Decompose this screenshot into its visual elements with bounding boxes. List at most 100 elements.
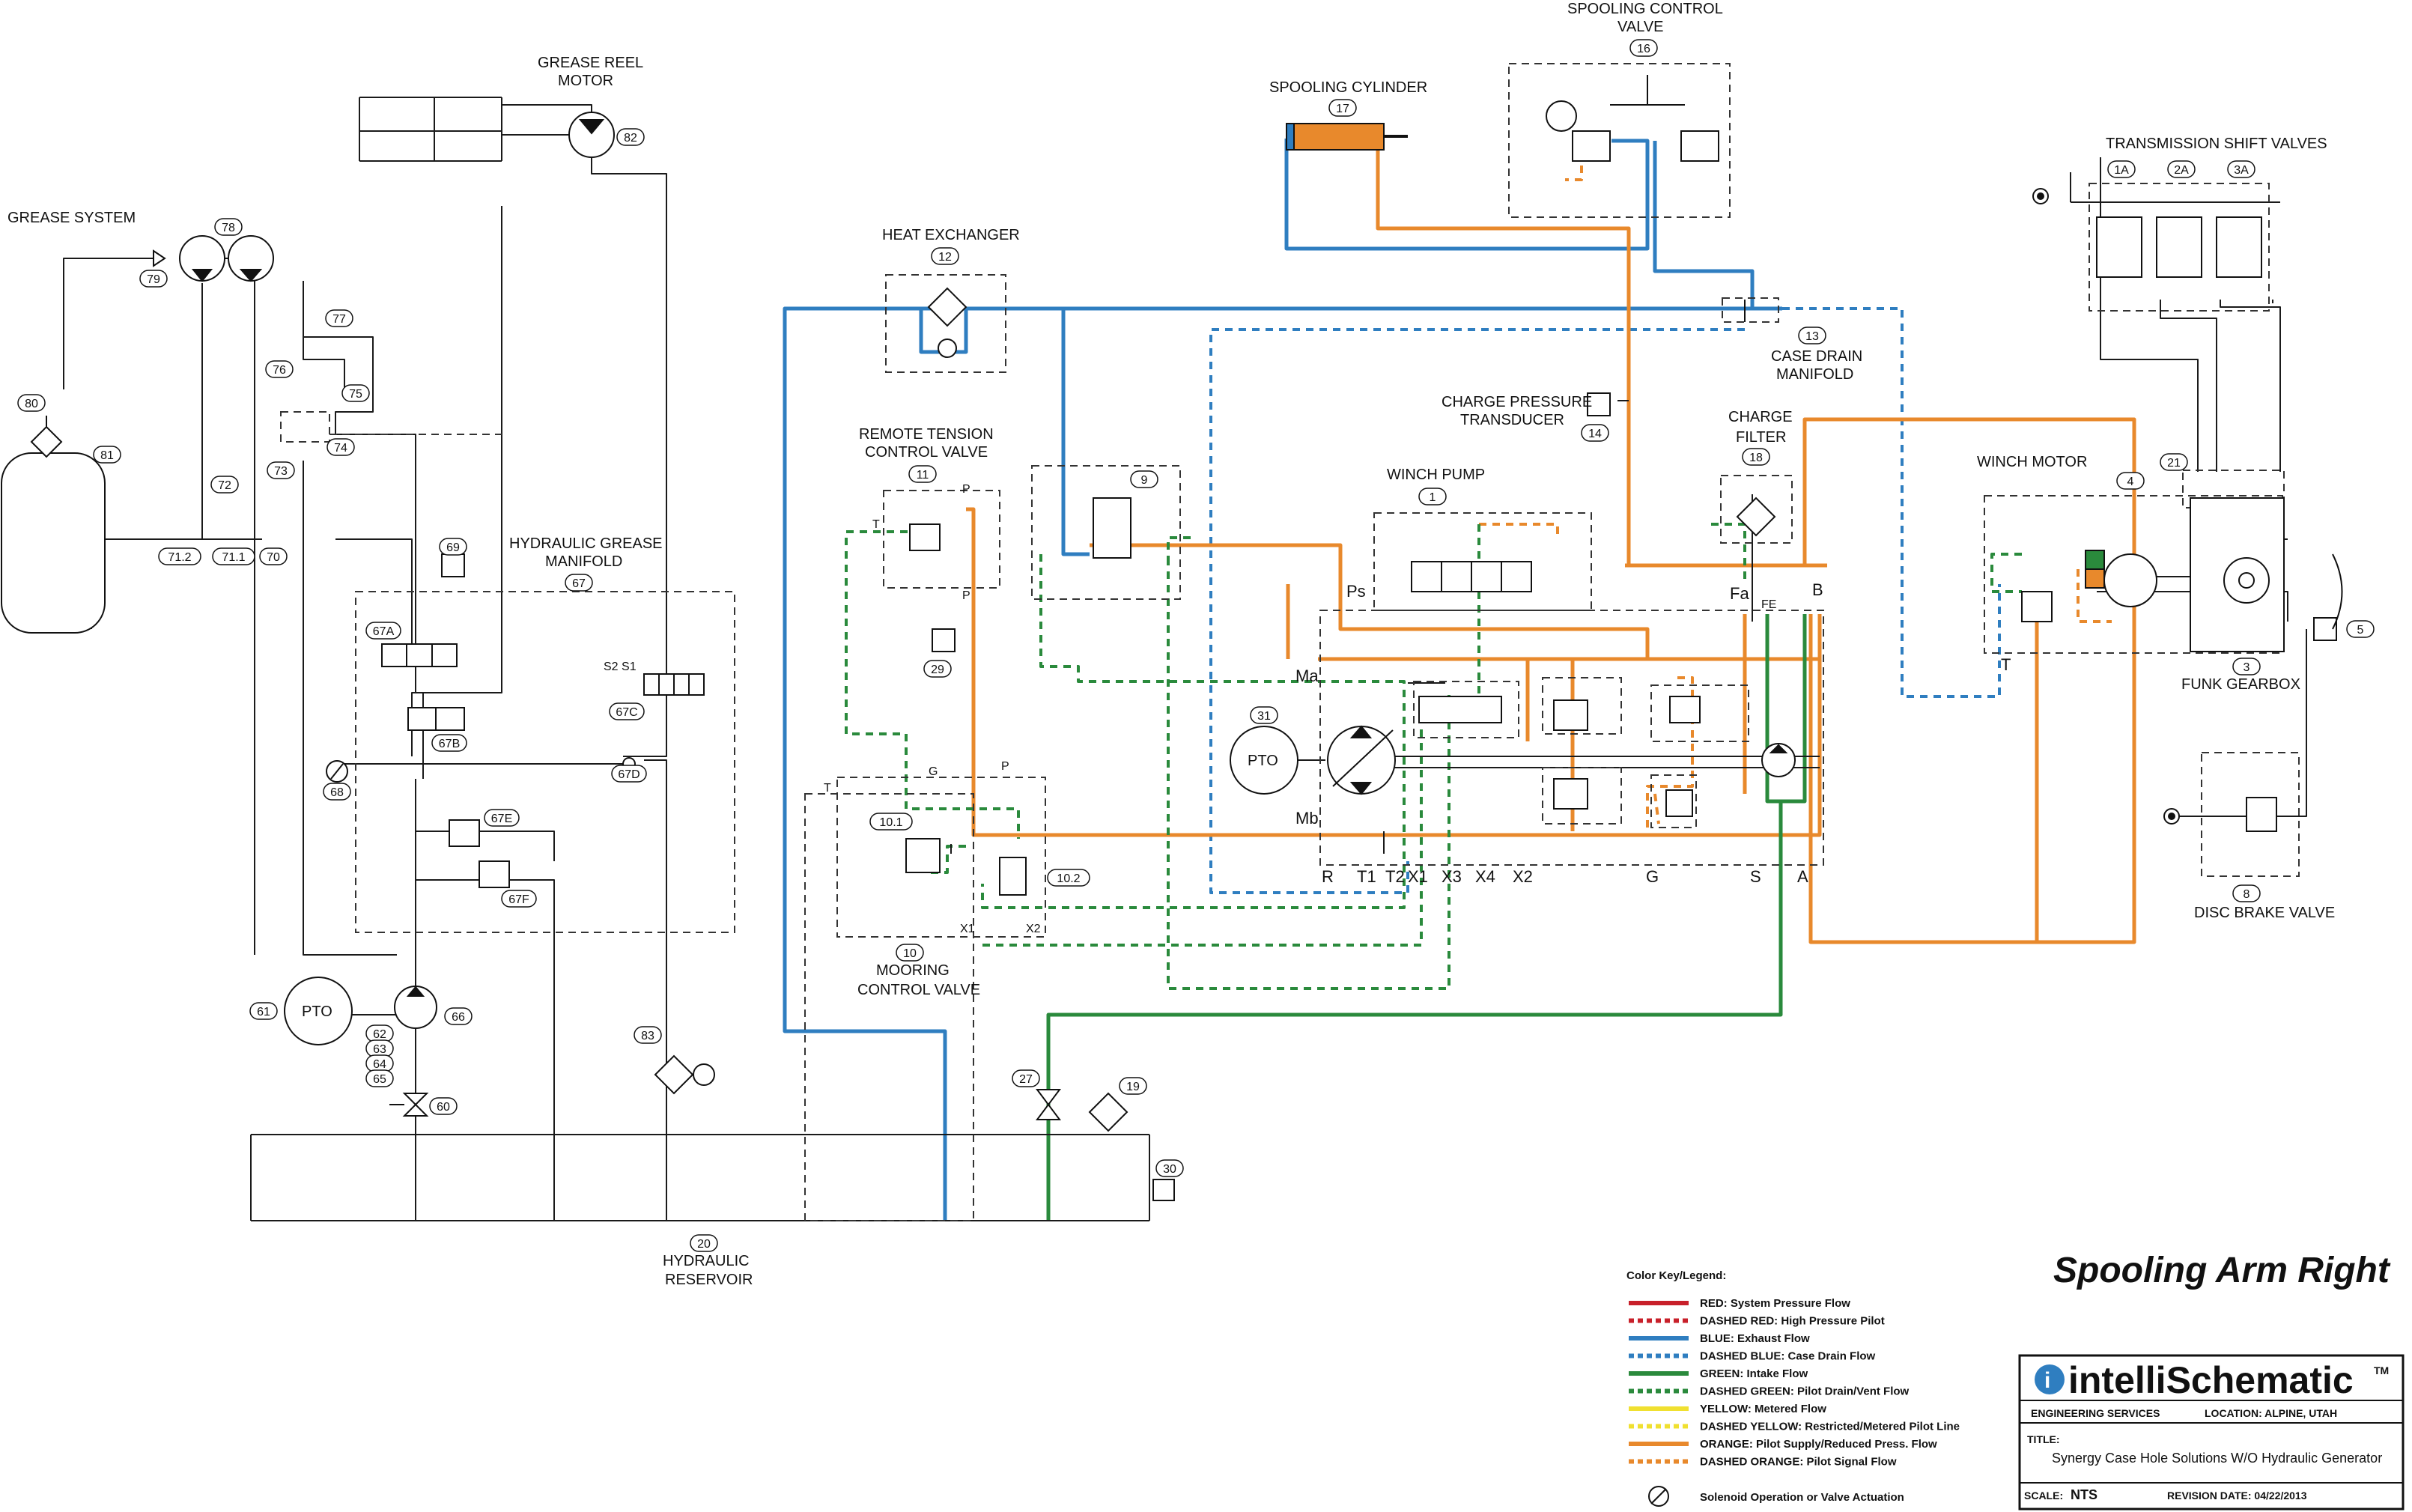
tag-label: 12 xyxy=(938,251,952,264)
tag-bubble xyxy=(931,247,959,265)
tag-label: 4 xyxy=(2127,476,2134,488)
tag-label: 77 xyxy=(332,313,346,326)
tag-label: 67D xyxy=(618,768,640,781)
check-valve-upper-box xyxy=(1542,677,1622,735)
port-fa: Fa xyxy=(1730,584,1749,603)
label-mooring-2: CONTROL VALVE xyxy=(857,982,980,998)
tag-label: 17 xyxy=(1336,103,1349,115)
port-t2: T2 xyxy=(1385,867,1405,886)
winch-pump-control-box xyxy=(1373,512,1592,611)
legend-solenoid: Solenoid Operation or Valve Actuation xyxy=(1700,1491,1904,1504)
port-x4: X4 xyxy=(1475,867,1495,886)
valve-9-box xyxy=(1031,465,1181,600)
case-drain-manifold-box xyxy=(1722,297,1779,323)
label-transmission-shift-valves: TRANSMISSION SHIFT VALVES xyxy=(2106,136,2327,152)
relief-valve-lower-box xyxy=(1650,774,1697,828)
brand-name: intelliSchematic xyxy=(2068,1359,2354,1401)
legend-label: DASHED GREEN: Pilot Drain/Vent Flow xyxy=(1700,1385,1910,1398)
label-reservoir-1: HYDRAULIC xyxy=(663,1253,750,1269)
port-ma: Ma xyxy=(1295,667,1319,685)
legend: Color Key/Legend: RED: System Pressure F… xyxy=(1626,1269,1960,1507)
label-remote-tension-2: CONTROL VALVE xyxy=(865,444,988,461)
tag-label: 79 xyxy=(147,273,160,286)
port-mb: Mb xyxy=(1295,809,1319,828)
tag-bubble xyxy=(210,476,239,494)
label-pto-left: PTO xyxy=(302,1004,332,1020)
title-label: TITLE: xyxy=(2027,1433,2060,1445)
tag-bubble xyxy=(267,461,295,479)
tag-label: 9 xyxy=(1141,474,1148,487)
tag-bubble xyxy=(1418,488,1447,505)
tag-bubble xyxy=(93,446,121,464)
port-x2-10: X2 xyxy=(1026,923,1041,935)
tag-bubble xyxy=(2167,160,2196,178)
tag-bubble xyxy=(1155,1159,1184,1177)
label-remote-tension-1: REMOTE TENSION xyxy=(859,426,994,443)
tag-label: 75 xyxy=(349,388,362,401)
label-funk-gearbox: FUNK GEARBOX xyxy=(2181,676,2300,693)
legend-label: DASHED YELLOW: Restricted/Metered Pilot … xyxy=(1700,1421,1960,1433)
label-spooling-control-valve-2: VALVE xyxy=(1617,19,1664,35)
label-reservoir-2: RESERVOIR xyxy=(665,1272,753,1288)
legend-label: RED: System Pressure Flow xyxy=(1700,1297,1850,1310)
label-grease-system: GREASE SYSTEM xyxy=(7,210,136,226)
winch-motor-sensor-21 xyxy=(2182,470,2285,508)
port-a: A xyxy=(1797,867,1808,886)
label-charge-filter-2: FILTER xyxy=(1736,429,1786,446)
port-g-10: G xyxy=(929,765,938,778)
location: LOCATION: ALPINE, UTAH xyxy=(2205,1407,2337,1419)
tag-label: 64 xyxy=(373,1058,386,1071)
tag-label: 29 xyxy=(931,664,944,676)
check-valve-lower-box xyxy=(1542,767,1622,825)
tag-bubble xyxy=(611,765,647,783)
tag-label: 1A xyxy=(2114,164,2129,177)
label-grease-reel-motor-1: GREASE REEL xyxy=(538,55,643,71)
tag-label: 1 xyxy=(1430,491,1436,504)
label-mooring-1: MOORING xyxy=(876,962,950,979)
tag-label: 10 xyxy=(903,947,917,960)
tag-bubble xyxy=(431,734,467,752)
legend-label: DASHED ORANGE: Pilot Signal Flow xyxy=(1700,1456,1897,1469)
port-fe: FE xyxy=(1761,598,1776,611)
tag-bubble xyxy=(212,547,255,565)
tag-label: 67 xyxy=(572,577,586,590)
servo-valve-box xyxy=(1413,681,1519,738)
tag-label: 81 xyxy=(100,449,114,462)
tag-label: 5 xyxy=(2357,624,2364,637)
title-block: i intelliSchematic TM ENGINEERING SERVIC… xyxy=(2018,1354,2405,1511)
tag-bubble xyxy=(896,944,924,962)
tag-bubble xyxy=(139,270,168,288)
title-value: Synergy Case Hole Solutions W/O Hydrauli… xyxy=(2052,1451,2382,1466)
tag-bubble xyxy=(1047,869,1090,887)
disc-brake-valve-box xyxy=(2201,752,2300,877)
tag-label: 20 xyxy=(697,1238,711,1251)
grease-reel-motor xyxy=(568,112,615,158)
port-p-10: P xyxy=(1001,760,1009,773)
tag-bubble xyxy=(341,384,370,402)
tag-bubble xyxy=(325,309,353,327)
label-hyd-grease-manifold-1: HYDRAULIC GREASE xyxy=(509,535,663,552)
tag-bubble xyxy=(2232,884,2261,902)
port-x1: X1 xyxy=(1408,867,1428,886)
tag-label: 67C xyxy=(616,706,637,719)
tag-bubble xyxy=(17,394,46,412)
tag-bubble xyxy=(1581,424,1609,442)
winch-motor-symbol xyxy=(2103,553,2157,607)
tag-label: 67A xyxy=(373,625,395,638)
tag-bubble xyxy=(634,1026,662,1044)
tag-bubble xyxy=(1119,1077,1147,1095)
mooring-drain-box xyxy=(804,793,974,1221)
hydraulic-grease-manifold-box xyxy=(355,591,735,933)
tag-label: 3A xyxy=(2234,164,2249,177)
symbols xyxy=(1,75,2343,1201)
tag-label: 67F xyxy=(508,893,529,906)
tag-label: 60 xyxy=(437,1101,450,1114)
tag-label: 67B xyxy=(439,738,460,750)
tag-label: 3 xyxy=(2244,661,2250,674)
legend-label: DASHED RED: High Pressure Pilot xyxy=(1700,1315,1885,1328)
tag-bubble xyxy=(690,1234,718,1252)
tag-bubble xyxy=(439,538,467,556)
port-ps: Ps xyxy=(1346,582,1366,601)
